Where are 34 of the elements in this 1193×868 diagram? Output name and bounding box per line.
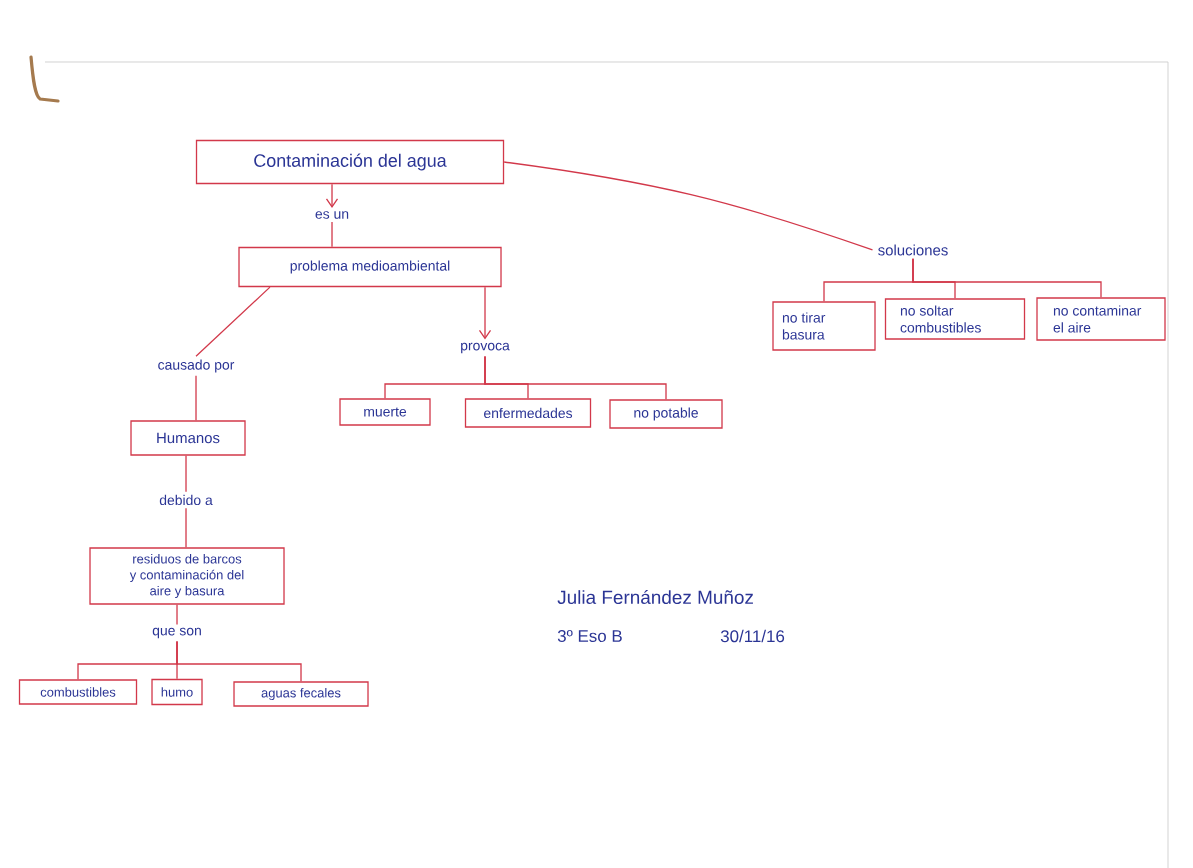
connector-line xyxy=(484,355,667,400)
connector-line xyxy=(503,161,874,251)
concept-box: Contaminación del agua xyxy=(195,139,505,185)
arrow xyxy=(325,183,339,208)
concept-box: no tirar basura xyxy=(772,301,876,351)
concept-box: residuos de barcos y contaminación del aire y basura xyxy=(89,547,285,605)
date-text: 30/11/16 xyxy=(720,629,785,643)
concept-box: combustibles xyxy=(18,679,138,705)
linking-phrase: soluciones xyxy=(878,244,948,256)
connector-line xyxy=(195,375,197,421)
concept-box: humo xyxy=(151,678,203,706)
linking-phrase: provoca xyxy=(461,342,510,354)
arrow xyxy=(478,286,492,340)
linking-phrase: que son xyxy=(152,627,201,639)
concept-box: no contaminar el aire xyxy=(1036,297,1166,341)
concept-box: no potable xyxy=(609,399,723,429)
connector-line xyxy=(331,221,333,248)
linking-phrase: es un xyxy=(315,211,349,219)
connector-line xyxy=(185,455,187,493)
concept-box: no soltar combustibles xyxy=(884,298,1026,340)
signature-text: Julia Fernández Muñoz xyxy=(557,589,753,605)
concept-box: problema medioambiental xyxy=(238,246,502,288)
concept-box: aguas fecales xyxy=(233,681,369,707)
connector-line xyxy=(176,604,178,626)
concept-box: muerte xyxy=(339,398,431,426)
concept-box: enfermedades xyxy=(464,398,592,428)
connector-line xyxy=(185,507,187,548)
concept-box: Humanos xyxy=(130,420,246,456)
connector-line xyxy=(176,640,302,682)
connector-line xyxy=(195,286,271,357)
connector-line xyxy=(912,258,1102,298)
linking-phrase: causado por xyxy=(158,359,235,373)
class-text: 3º Eso B xyxy=(557,630,622,642)
linking-phrase: debido a xyxy=(159,494,213,506)
